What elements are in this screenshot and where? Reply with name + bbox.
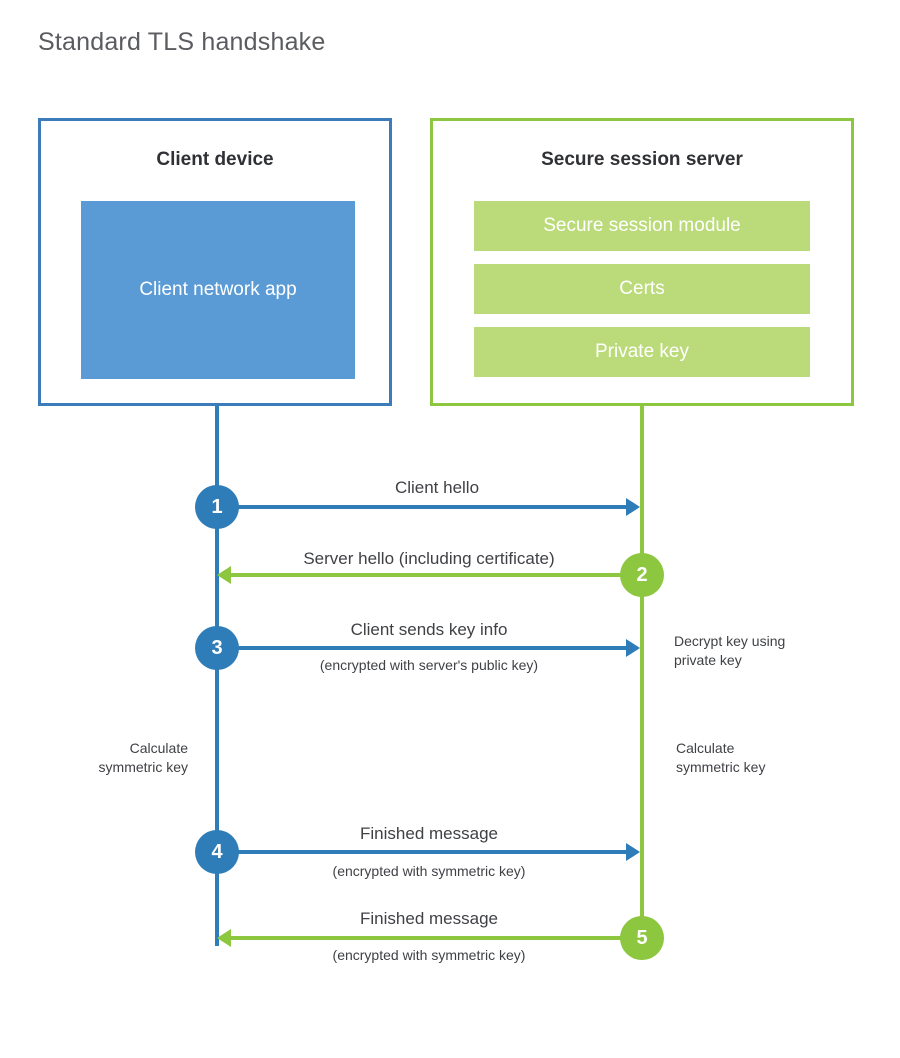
decrypt-key-note-line-1: Decrypt key using [674, 633, 786, 649]
step-3-arrow-head-icon [626, 639, 640, 657]
server-block-certs: Certs [474, 264, 810, 314]
step-2-arrow-head-icon [217, 566, 231, 584]
server-calc-note-line-2: symmetric key [676, 758, 766, 775]
step-2-label: Server hello (including certificate) [303, 549, 555, 568]
step-3-arrow-line [217, 646, 626, 650]
step-3-label: Client sends key info [350, 620, 508, 639]
step-4-arrow-head-icon [626, 843, 640, 861]
page-title: Standard TLS handshake [38, 28, 326, 56]
client-calc-note-line-1: Calculate [129, 740, 188, 756]
server-calculate-symmetric-key-note: Calculate symmetric key [676, 739, 856, 777]
step-5-arrow-head-icon [217, 929, 231, 947]
step-3-circle[interactable]: 3 [195, 626, 239, 670]
client-device-title: Client device [156, 149, 274, 170]
step-2-arrow-line [231, 573, 622, 577]
step-5-sublabel: (encrypted with symmetric key) [332, 947, 526, 963]
server-block-private-key: Private key [474, 327, 810, 377]
server-lifeline [640, 406, 644, 940]
step-1-arrow-line [217, 505, 626, 509]
step-1-arrow-head-icon [626, 498, 640, 516]
client-calculate-symmetric-key-note: Calculate symmetric key [20, 739, 188, 777]
client-network-app-block: Client network app [81, 201, 355, 379]
decrypt-key-note-line-2: private key [674, 651, 742, 668]
step-5-arrow-line [231, 936, 622, 940]
client-device-box: Client device Client network app [38, 118, 392, 406]
step-4-sublabel: (encrypted with symmetric key) [332, 863, 526, 879]
step-5-circle[interactable]: 5 [620, 916, 664, 960]
step-3-sublabel: (encrypted with server's public key) [319, 657, 539, 673]
step-4-label: Finished message [360, 824, 498, 843]
client-calc-note-line-2: symmetric key [98, 758, 188, 775]
secure-session-server-title: Secure session server [541, 149, 743, 170]
server-block-secure-session-module: Secure session module [474, 201, 810, 251]
client-lifeline [215, 406, 219, 946]
server-calc-note-line-1: Calculate [676, 740, 735, 756]
decrypt-key-note: Decrypt key using private key [674, 632, 854, 670]
step-4-arrow-line [217, 850, 626, 854]
step-5-label: Finished message [360, 909, 498, 928]
step-1-circle[interactable]: 1 [195, 485, 239, 529]
step-2-circle[interactable]: 2 [620, 553, 664, 597]
step-4-circle[interactable]: 4 [195, 830, 239, 874]
step-1-label: Client hello [394, 478, 480, 497]
secure-session-server-box: Secure session server Secure session mod… [430, 118, 854, 406]
